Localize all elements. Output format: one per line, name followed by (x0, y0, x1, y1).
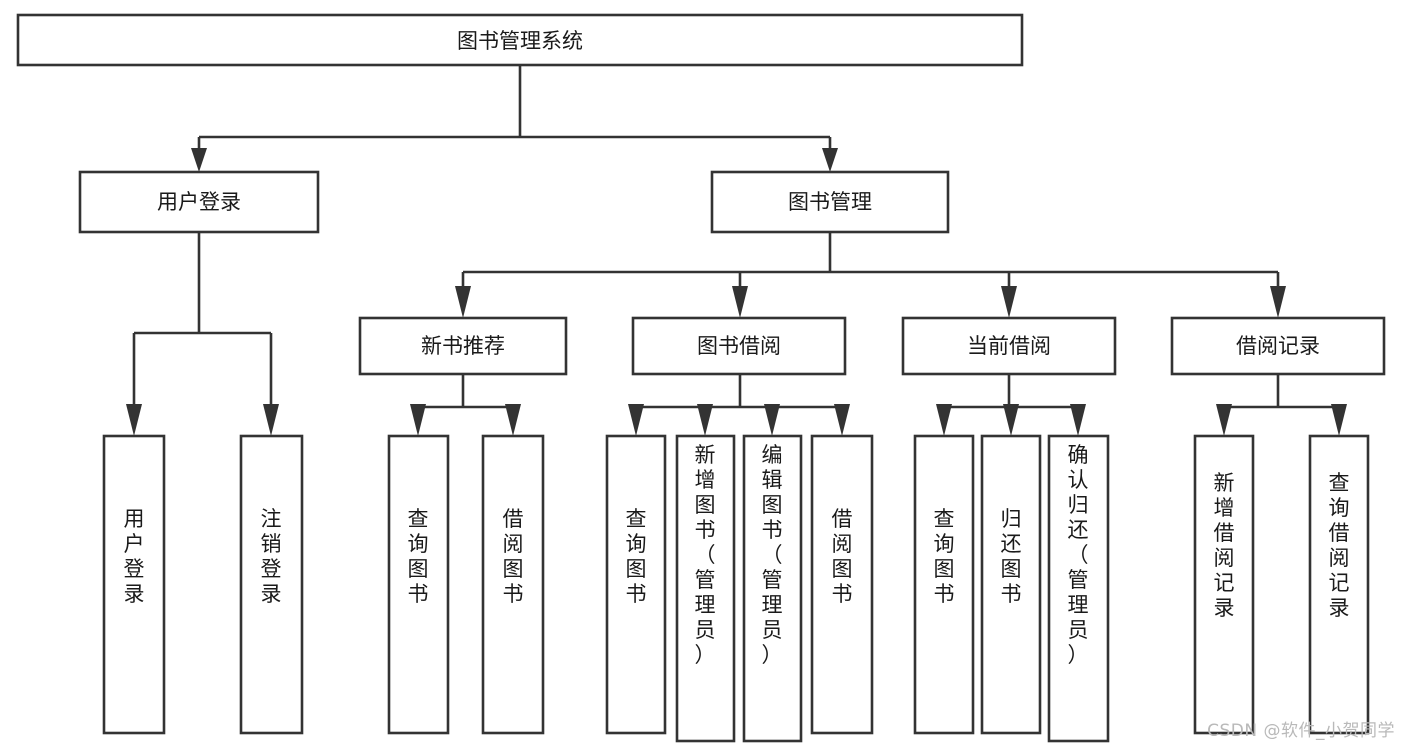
node-leaf-borrow-book-1[interactable]: 借阅图书 (481, 434, 545, 735)
arrow-head-user-login (191, 148, 207, 172)
node-new-book-rec-label: 新书推荐 (421, 334, 505, 358)
node-leaf-confirm-return-label: 确认归还（管理员） (1068, 443, 1089, 667)
node-leaf-edit-book[interactable]: 编辑图书（管理员） (742, 434, 803, 743)
node-leaf-add-book-box[interactable] (675, 434, 736, 743)
node-borrow-record[interactable]: 借阅记录 (1170, 316, 1386, 376)
node-leaf-query-book-2-box[interactable] (605, 434, 667, 735)
node-leaf-query-record-box[interactable] (1308, 434, 1370, 735)
arrow-head-leaf-query-book-2 (628, 404, 644, 436)
arrow-head-leaf-add-book (697, 404, 713, 436)
node-leaf-borrow-book-1-box[interactable] (481, 434, 545, 735)
node-current-borrow-box[interactable] (901, 316, 1117, 376)
arrow-head-leaf-borrow-book-2 (834, 404, 850, 436)
node-leaf-add-record-box[interactable] (1193, 434, 1255, 735)
node-leaf-query-book-1[interactable]: 查询图书 (387, 434, 450, 735)
node-leaf-logout-label: 注销登录 (261, 507, 282, 606)
node-borrow-record-label: 借阅记录 (1236, 334, 1320, 358)
arrow-head-book-borrow (732, 286, 748, 318)
node-book-manage[interactable]: 图书管理 (710, 170, 950, 234)
node-leaf-query-book-3-label: 查询图书 (934, 507, 955, 606)
node-root[interactable]: 图书管理系统 (16, 13, 1024, 67)
node-leaf-return-book-box[interactable] (980, 434, 1042, 735)
arrow-head-leaf-add-record (1216, 404, 1232, 436)
node-leaf-add-record-label: 新增借阅记录 (1214, 471, 1235, 620)
node-leaf-add-book[interactable]: 新增图书（管理员） (675, 434, 736, 743)
node-user-login-label: 用户登录 (157, 190, 241, 214)
node-current-borrow[interactable]: 当前借阅 (901, 316, 1117, 376)
node-leaf-borrow-book-1-label: 借阅图书 (503, 507, 524, 606)
node-user-login-box[interactable] (78, 170, 320, 234)
node-new-book-rec[interactable]: 新书推荐 (358, 316, 568, 376)
node-root-label: 图书管理系统 (457, 29, 583, 53)
node-leaf-query-book-1-box[interactable] (387, 434, 450, 735)
arrow-head-new-book-rec (455, 286, 471, 318)
node-leaf-query-book-3[interactable]: 查询图书 (913, 434, 975, 735)
node-leaf-query-book-2[interactable]: 查询图书 (605, 434, 667, 735)
node-leaf-logout[interactable]: 注销登录 (239, 434, 304, 735)
node-leaf-add-book-label: 新增图书（管理员） (695, 443, 716, 667)
node-leaf-query-book-2-label: 查询图书 (626, 507, 647, 606)
node-leaf-edit-book-box[interactable] (742, 434, 803, 743)
node-leaf-logout-box[interactable] (239, 434, 304, 735)
node-current-borrow-label: 当前借阅 (967, 334, 1051, 358)
node-leaf-query-record-label: 查询借阅记录 (1329, 471, 1350, 620)
arrow-head-leaf-confirm-return (1070, 404, 1086, 436)
node-leaf-user-login-box[interactable] (102, 434, 166, 735)
node-book-borrow[interactable]: 图书借阅 (631, 316, 847, 376)
node-leaf-edit-book-label: 编辑图书（管理员） (762, 443, 783, 667)
node-leaf-confirm-return[interactable]: 确认归还（管理员） (1047, 434, 1110, 743)
arrow-head-leaf-logout (263, 404, 279, 436)
node-leaf-borrow-book-2-box[interactable] (810, 434, 874, 735)
node-book-manage-label: 图书管理 (788, 190, 872, 214)
node-book-manage-box[interactable] (710, 170, 950, 234)
node-leaf-return-book[interactable]: 归还图书 (980, 434, 1042, 735)
node-leaf-borrow-book-2-label: 借阅图书 (832, 507, 853, 606)
arrow-head-leaf-edit-book (764, 404, 780, 436)
node-user-login[interactable]: 用户登录 (78, 170, 320, 234)
node-leaf-user-login-label: 用户登录 (124, 507, 145, 606)
node-leaf-query-record[interactable]: 查询借阅记录 (1308, 434, 1370, 735)
arrow-head-leaf-query-book-3 (936, 404, 952, 436)
node-root-box[interactable] (16, 13, 1024, 67)
node-leaf-add-record[interactable]: 新增借阅记录 (1193, 434, 1255, 735)
node-leaf-query-book-3-box[interactable] (913, 434, 975, 735)
arrow-head-book-manage (822, 148, 838, 172)
arrow-head-borrow-record (1270, 286, 1286, 318)
arrow-head-leaf-query-book-1 (410, 404, 426, 436)
node-new-book-rec-box[interactable] (358, 316, 568, 376)
arrow-head-current-borrow (1001, 286, 1017, 318)
node-borrow-record-box[interactable] (1170, 316, 1386, 376)
arrow-head-leaf-borrow-book-1 (505, 404, 521, 436)
node-leaf-user-login[interactable]: 用户登录 (102, 434, 166, 735)
edge-group (126, 65, 1347, 436)
arrow-head-leaf-return-book (1003, 404, 1019, 436)
node-book-borrow-label: 图书借阅 (697, 334, 781, 358)
node-leaf-borrow-book-2[interactable]: 借阅图书 (810, 434, 874, 735)
arrow-head-leaf-user-login (126, 404, 142, 436)
arrow-head-leaf-query-record (1331, 404, 1347, 436)
node-leaf-query-book-1-label: 查询图书 (408, 507, 429, 606)
node-book-borrow-box[interactable] (631, 316, 847, 376)
node-leaf-return-book-label: 归还图书 (1001, 507, 1022, 606)
node-leaf-confirm-return-box[interactable] (1047, 434, 1110, 743)
